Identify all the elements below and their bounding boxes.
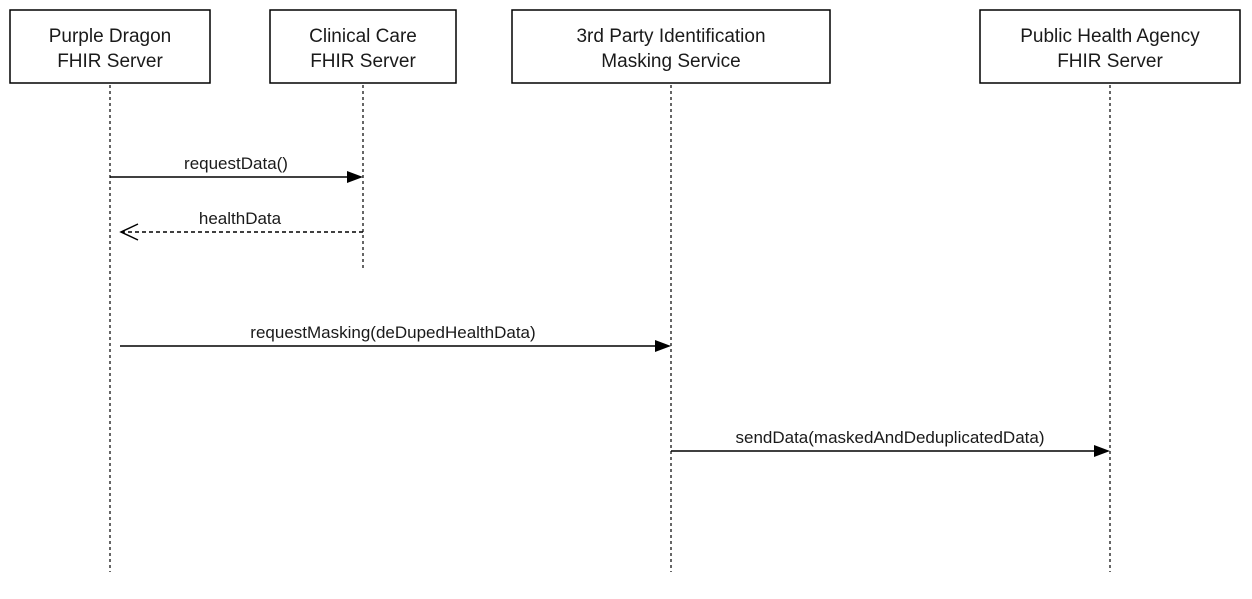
message-request-data: requestData()	[110, 154, 363, 183]
participant-label-line1: 3rd Party Identification	[576, 26, 765, 47]
participant-purple-dragon: Purple Dragon FHIR Server	[9, 9, 211, 84]
participant-masking-service: 3rd Party Identification Masking Service	[511, 9, 831, 84]
participant-box	[511, 9, 831, 84]
message-label: sendData(maskedAndDeduplicatedData)	[735, 428, 1044, 447]
participant-public-health: Public Health Agency FHIR Server	[979, 9, 1241, 84]
message-request-masking: requestMasking(deDupedHealthData)	[120, 323, 671, 352]
message-send-data: sendData(maskedAndDeduplicatedData)	[671, 428, 1110, 457]
message-label: requestData()	[184, 154, 288, 173]
open-arrowhead-icon	[119, 223, 139, 241]
message-label: requestMasking(deDupedHealthData)	[250, 323, 535, 342]
filled-arrowhead-icon	[347, 171, 363, 183]
participant-label-line1: Public Health Agency	[1020, 26, 1200, 47]
participant-box	[269, 9, 457, 84]
participant-label-line2: Masking Service	[601, 51, 740, 72]
message-health-data: healthData	[119, 209, 363, 241]
filled-arrowhead-icon	[1094, 445, 1110, 457]
participant-label-line2: FHIR Server	[57, 51, 163, 72]
participant-box	[979, 9, 1241, 84]
filled-arrowhead-icon	[655, 340, 671, 352]
participant-label-line2: FHIR Server	[310, 51, 416, 72]
participant-label-line2: FHIR Server	[1057, 51, 1163, 72]
participant-clinical-care: Clinical Care FHIR Server	[269, 9, 457, 84]
participant-box	[9, 9, 211, 84]
message-label: healthData	[199, 209, 282, 228]
participant-label-line1: Clinical Care	[309, 26, 417, 47]
participant-label-line1: Purple Dragon	[49, 26, 172, 47]
